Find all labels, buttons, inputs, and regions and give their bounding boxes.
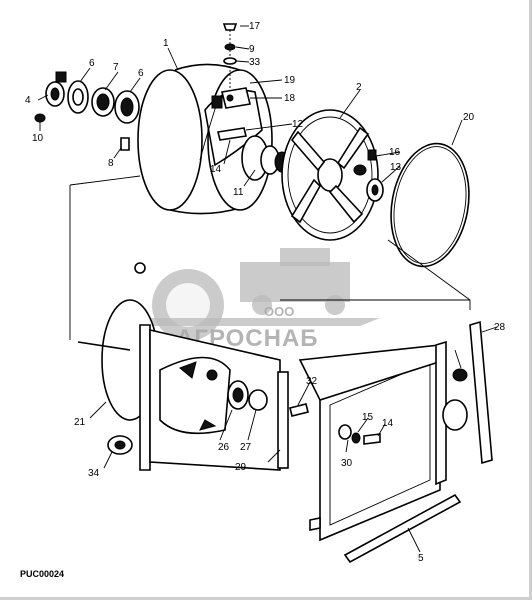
callout-17: 17: [249, 21, 261, 32]
callout-15: 15: [362, 412, 374, 423]
callout-2: 28: [494, 322, 506, 333]
callout-8: 8: [108, 158, 114, 169]
gasket-strip-part-2: [469, 320, 493, 465]
callout-6-right: 6: [138, 68, 144, 79]
gasket-strip-part-5: [343, 493, 462, 564]
callout-19: 19: [284, 75, 296, 86]
callout-5: 5: [418, 553, 424, 564]
agrosnab-watermark-logo: ООО АГРОСНАБ: [150, 248, 380, 352]
callout-21: 21: [74, 417, 86, 428]
callout-12: 12: [292, 119, 304, 130]
callout-32: 33: [249, 57, 261, 68]
callout-7: 7: [113, 62, 119, 73]
mounting-bracket-part-18-19: [211, 87, 251, 109]
callout-9: 9: [249, 44, 255, 55]
leader-lines: [37, 25, 498, 553]
callout-16: 16: [389, 147, 401, 158]
callout-6-left: 6: [89, 58, 95, 69]
spoked-wheel-part-3: [281, 109, 384, 241]
projection-lines: [69, 175, 471, 340]
callout-18: 18: [284, 93, 296, 104]
callout-3: 2: [356, 82, 362, 93]
callout-33: 34: [88, 468, 100, 479]
watermark-small-text: ООО: [264, 304, 294, 319]
callout-4: 4: [25, 95, 31, 106]
callout-10: 10: [32, 133, 44, 144]
callout-11: 11: [233, 187, 244, 198]
callout-29: 30: [341, 458, 353, 469]
bearing-stack-left: [34, 71, 140, 151]
callout-14-upper: 14: [210, 164, 222, 175]
callout-26: 26: [218, 442, 230, 453]
callout-27: 27: [240, 442, 252, 453]
drawing-code: PUC00024: [20, 569, 64, 579]
callout-30: 32: [306, 376, 318, 387]
callout-20: 20: [463, 112, 475, 123]
callout-28: 29: [235, 462, 247, 473]
callout-13: 13: [390, 162, 402, 173]
callout-1: 1: [163, 38, 169, 49]
lower-bearing-stack: [107, 369, 309, 469]
callout-labels: 1 28 2 4 5 6 6 7 8 9 10 11 12 13 14 14 1…: [25, 21, 506, 564]
mounting-frame-assembly: [298, 340, 468, 542]
callout-14-lower: 14: [382, 418, 394, 429]
bolt-stack-17-9-32: [222, 23, 238, 88]
